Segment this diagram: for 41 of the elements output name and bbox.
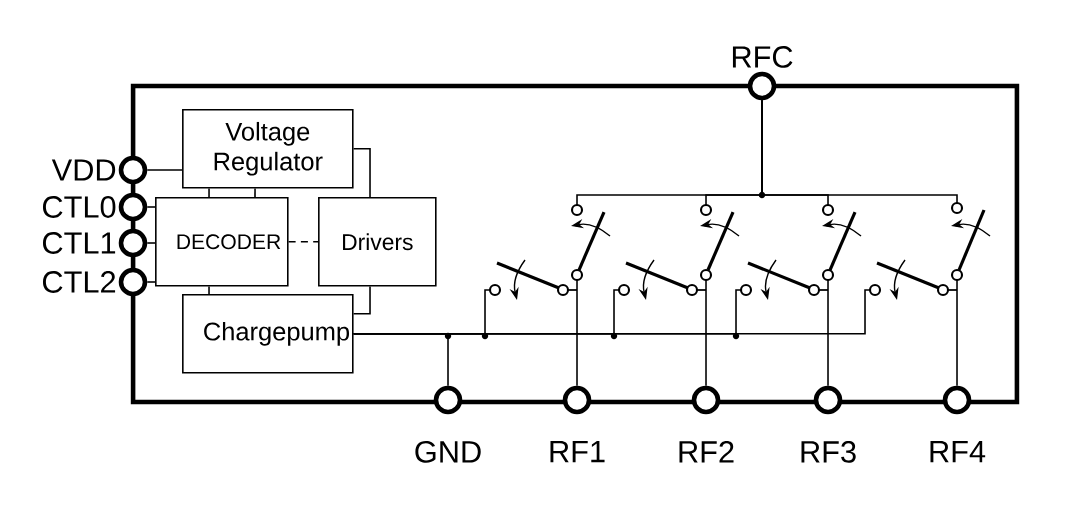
block-box: DECODER (155, 196, 289, 287)
wire (705, 279, 707, 387)
pin: RFC (732, 46, 793, 101)
wire (352, 147, 371, 198)
wire (576, 279, 578, 387)
wire (146, 242, 156, 244)
wire (146, 281, 156, 283)
node-label: RF1 (550, 440, 605, 463)
node-label: RFC (732, 46, 793, 68)
block-box: Chargepump (182, 293, 354, 374)
wire (956, 279, 958, 387)
pin: GND (415, 385, 481, 463)
node-label: GND (415, 441, 481, 463)
node-label: VDD (51, 159, 116, 181)
node-label: CTL2 (43, 271, 116, 293)
node-label: RF4 (930, 440, 986, 463)
wire (146, 206, 156, 208)
pin: RF4 (930, 385, 986, 463)
wire (352, 285, 371, 315)
chip-outline (130, 83, 1020, 405)
node-label: RF2 (679, 441, 734, 463)
wire (761, 99, 958, 204)
block-box: Drivers (318, 196, 437, 287)
pin: CTL2 (43, 267, 148, 297)
pin: RF2 (679, 385, 734, 463)
wire (208, 285, 210, 295)
pin: CTL0 (43, 192, 148, 222)
node-label: CTL1 (43, 232, 116, 254)
pin: RF3 (801, 385, 856, 463)
pin: VDD (51, 155, 148, 185)
node-label: RF3 (801, 441, 856, 463)
wire (287, 240, 319, 243)
block-box: Voltage Regulator (182, 108, 354, 189)
pin: RF1 (550, 385, 605, 463)
node-label: CTL0 (43, 196, 116, 218)
wire (352, 289, 871, 335)
wire (146, 169, 183, 171)
wire (254, 187, 256, 198)
pin: CTL1 (43, 228, 148, 258)
wire (827, 279, 829, 387)
wire (208, 187, 210, 198)
